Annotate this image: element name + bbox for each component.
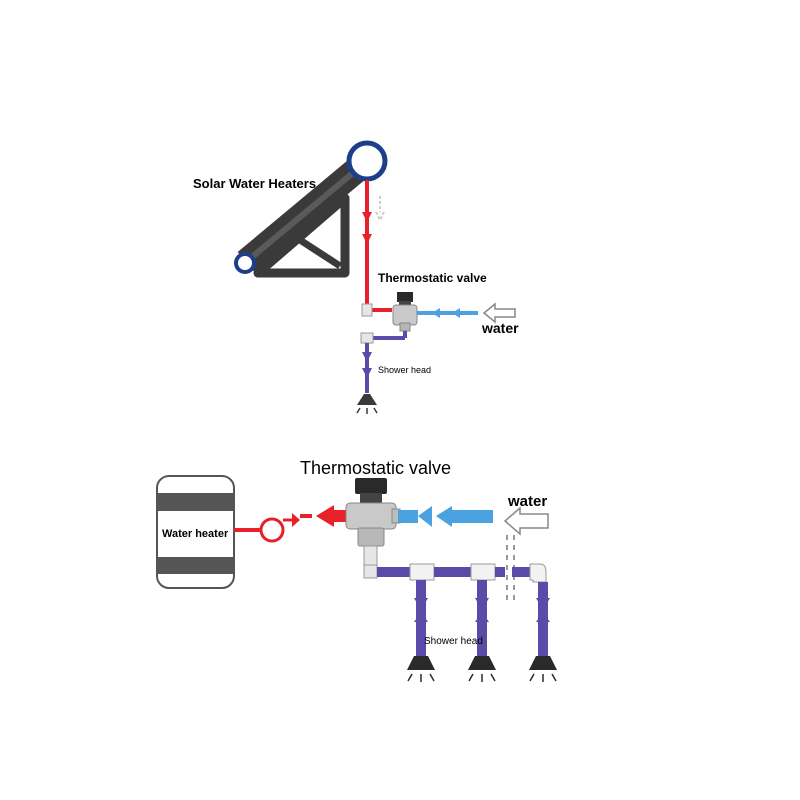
shower-head-icon <box>407 656 435 682</box>
bottom-water-label: water <box>507 493 547 510</box>
pump-icon <box>259 517 285 543</box>
flow-arrow-icon <box>362 212 372 222</box>
mixed-pipe-top <box>360 331 407 393</box>
flow-arrow-icon <box>452 308 460 318</box>
flow-arrow-icon <box>362 368 372 378</box>
solar-water-heaters-label: Solar Water Heaters <box>193 176 316 191</box>
bottom-valve-label: Thermostatic valve <box>300 458 451 478</box>
top-water-label: water <box>481 320 519 336</box>
top-shower-label: Shower head <box>378 365 431 375</box>
shower-head-icon <box>468 656 496 682</box>
bottom-diagram: Water heater Thermostatic valve <box>156 458 557 682</box>
hot-pipe-top <box>361 180 392 317</box>
flow-arrow-icon <box>482 302 516 324</box>
flow-arrow-icon <box>475 598 489 610</box>
thermostatic-valve-icon <box>345 478 401 547</box>
collector-top-ring <box>346 140 388 182</box>
flow-arrow-icon <box>375 196 385 223</box>
flow-arrow-icon <box>503 506 549 536</box>
flow-arrow-icon <box>362 352 372 362</box>
flow-arrow-icon <box>475 612 489 622</box>
top-diagram: Solar Water Heaters Thermostatic valve w… <box>193 140 519 414</box>
bottom-shower-label: Shower head <box>424 636 483 647</box>
shower-head-icon <box>529 656 557 682</box>
solar-panel-icon <box>234 140 388 278</box>
shower-head-icon <box>356 394 378 414</box>
flow-arrow-icon <box>418 506 432 527</box>
flow-arrow-icon <box>414 612 428 622</box>
mixed-pipe-bottom <box>363 545 550 656</box>
cold-pipe-top <box>417 302 516 324</box>
hot-pipe-bottom <box>234 505 348 543</box>
water-heater-label: Water heater <box>162 528 229 540</box>
collector-bottom-ring <box>234 252 256 274</box>
flow-arrow-icon <box>536 598 550 610</box>
flow-arrow-icon <box>316 505 334 527</box>
flow-arrow-icon <box>436 506 452 527</box>
flow-arrow-icon <box>432 308 440 318</box>
flow-arrow-icon <box>292 513 300 527</box>
flow-arrow-icon <box>362 234 372 244</box>
flow-arrow-icon <box>414 598 428 610</box>
thermostatic-valve-icon <box>392 292 418 332</box>
top-valve-label: Thermostatic valve <box>378 271 487 285</box>
flow-arrow-icon <box>536 612 550 622</box>
